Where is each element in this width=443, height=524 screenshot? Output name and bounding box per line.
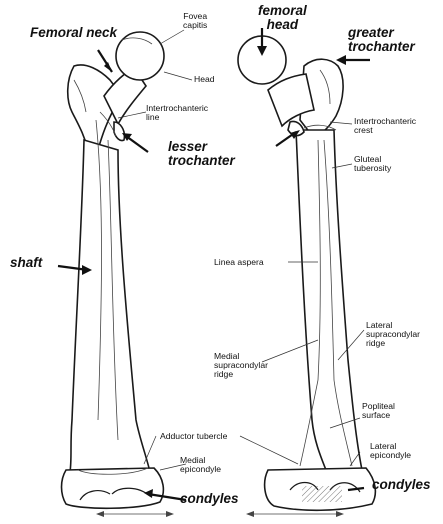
label-greater-trochanter: greater trochanter: [348, 26, 415, 54]
label-lesser-trochanter: lesser trochanter: [168, 140, 235, 168]
label-intertrochanteric-line: Intertrochanteric line: [146, 104, 208, 122]
label-shaft: shaft: [10, 256, 42, 270]
label-lateral-supracondylar-ridge: Lateral supracondylar ridge: [366, 321, 420, 348]
label-head: Head: [194, 75, 215, 84]
label-medial-epicondyle: Medial epicondyle: [180, 456, 221, 474]
bottom-dimension-arrows: [96, 511, 344, 517]
label-gluteal-tuberosity: Gluteal tuberosity: [354, 155, 391, 173]
label-medial-supracondylar-ridge: Medial supracondylar ridge: [214, 352, 268, 379]
label-condyles-anterior: condyles: [180, 492, 239, 506]
label-popliteal-surface: Popliteal surface: [362, 402, 395, 420]
label-femoral-neck: Femoral neck: [30, 26, 117, 40]
label-adductor-tubercle: Adductor tubercle: [160, 432, 227, 441]
label-condyles-posterior: condyles: [372, 478, 431, 492]
label-fovea-capitis: Fovea capitis: [183, 12, 207, 30]
label-lateral-epicondyle: Lateral epicondyle: [370, 442, 411, 460]
label-linea-aspera: Linea aspera: [214, 258, 264, 267]
posterior-femur: [238, 36, 375, 510]
label-intertrochanteric-crest: Intertrochanteric crest: [354, 117, 416, 135]
intercondylar-hatching: [302, 486, 342, 502]
label-femoral-head: femoral head: [258, 4, 307, 32]
